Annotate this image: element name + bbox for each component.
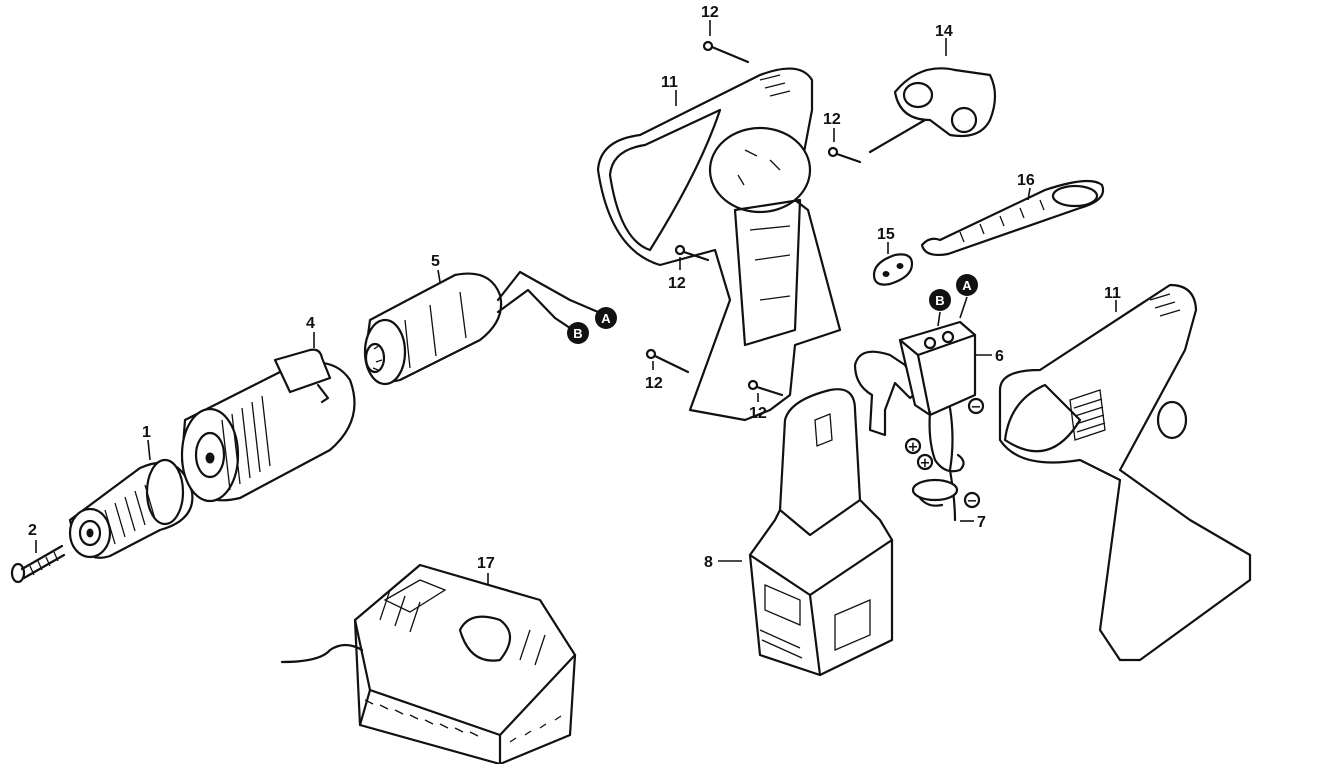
label-part-12-top: 12 [701, 4, 719, 21]
part-16-wrist-strap: 16 [920, 172, 1105, 257]
label-part-8: 8 [704, 554, 713, 571]
label-part-12-mid: 12 [668, 275, 686, 292]
label-part-2: 2 [28, 522, 37, 539]
part-11-housing-right: 11 [998, 283, 1252, 662]
part-4-gearbox: 4 [180, 315, 356, 503]
label-part-1: 1 [142, 424, 151, 441]
connector-a-switch [956, 274, 978, 296]
label-part-5: 5 [431, 253, 440, 270]
connector-b-motor [567, 322, 589, 344]
part-6-switch: 6 B A [853, 274, 1004, 437]
label-part-12-bottom: 12 [749, 405, 767, 422]
part-15-washer: 15 [872, 226, 914, 286]
label-part-12-lower-left: 12 [645, 375, 663, 392]
part-5-motor: 5 A B [363, 253, 617, 386]
connector-b-motor-label: B [573, 326, 582, 341]
plus-sign-1: + [908, 440, 919, 455]
connector-a-motor [595, 307, 617, 329]
minus-sign-1: − [971, 400, 982, 415]
connector-b-switch-label: B [935, 293, 944, 308]
minus-sign-2: − [967, 494, 978, 509]
part-11-housing-left: 11 [596, 67, 842, 422]
plus-sign-2: + [920, 456, 931, 471]
part-14-belt-clip: 14 [868, 23, 997, 154]
label-part-17: 17 [477, 555, 495, 572]
label-part-12-right: 12 [823, 111, 841, 128]
label-part-11-left: 11 [661, 74, 678, 91]
part-8-battery: 8 [704, 388, 894, 677]
label-part-6: 6 [995, 348, 1004, 365]
part-12-screws: 12 12 12 12 12 [645, 4, 862, 422]
label-part-14: 14 [935, 23, 953, 40]
label-part-16: 16 [1017, 172, 1035, 189]
label-part-4: 4 [306, 315, 315, 332]
part-2-screw: 2 [10, 522, 66, 584]
part-7-wiring: + + − − 7 [904, 397, 986, 531]
label-part-7: 7 [977, 514, 986, 531]
part-17-charger: 17 [280, 555, 577, 764]
label-part-11-right: 11 [1104, 285, 1121, 302]
connector-a-switch-label: A [962, 278, 972, 293]
part-1-chuck: 1 [68, 424, 194, 559]
label-part-15: 15 [877, 226, 895, 243]
connector-b-switch [929, 289, 951, 311]
connector-a-motor-label: A [601, 311, 611, 326]
